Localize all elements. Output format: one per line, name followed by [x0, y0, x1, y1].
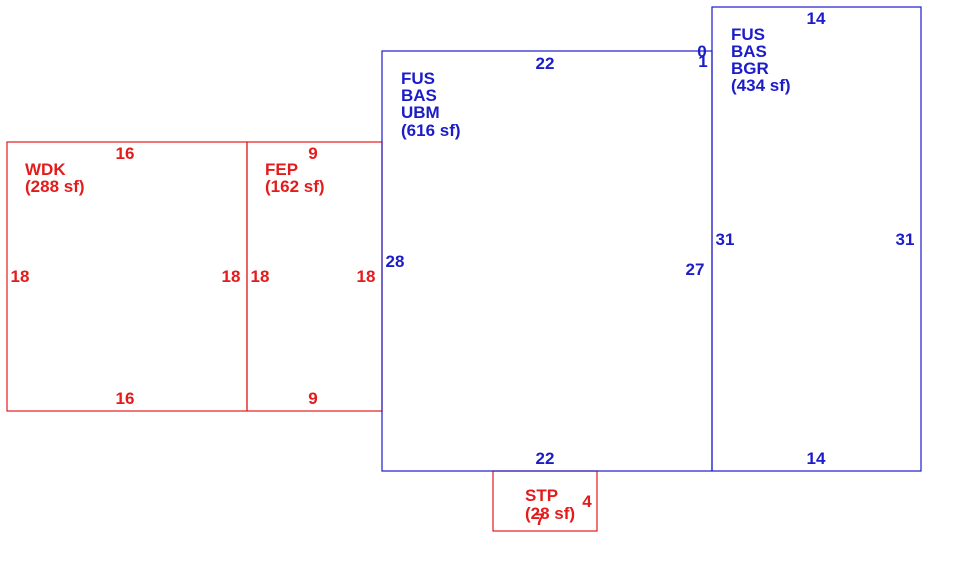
bgr-line3-label: BGR: [731, 59, 769, 78]
bgr-outline: [711, 6, 922, 472]
fep-right-dimension: 18: [357, 267, 376, 286]
fep-left-dimension: 18: [251, 267, 270, 286]
stp-code-label: STP: [525, 486, 558, 505]
ubm-left-dimension: 28: [386, 252, 405, 271]
ubm-line1-label: FUS: [401, 69, 435, 88]
bgr-left-dimension: 31: [716, 230, 735, 249]
bgr-area-label: (434 sf): [731, 76, 791, 95]
ubm-notch-dimension-b: 1: [698, 52, 707, 71]
stp-bottom-dimension: 7: [535, 510, 544, 529]
bgr-line1-label: FUS: [731, 25, 765, 44]
stp-area-label: (28 sf): [525, 504, 575, 523]
fep-top-dimension: 9: [308, 144, 317, 163]
wdk-left-dimension: 18: [11, 267, 30, 286]
bgr-right-dimension: 31: [896, 230, 915, 249]
ubm-line2-label: BAS: [401, 86, 437, 105]
fep-bottom-dimension: 9: [308, 389, 317, 408]
fep-area-label: (162 sf): [265, 177, 325, 196]
wdk-code-label: WDK: [25, 160, 66, 179]
ubm-bottom-dimension: 22: [536, 449, 555, 468]
ubm-area-label: (616 sf): [401, 121, 461, 140]
ubm-line3-label: UBM: [401, 103, 440, 122]
wdk-area-label: (288 sf): [25, 177, 85, 196]
wdk-right-dimension: 18: [222, 267, 241, 286]
fep-code-label: FEP: [265, 160, 298, 179]
stp-side-dimension: 4: [582, 492, 592, 511]
ubm-right-dimension: 27: [686, 260, 705, 279]
bgr-bottom-dimension: 14: [807, 449, 826, 468]
ubm-top-dimension: 22: [536, 54, 555, 73]
ubm-notch-dimension-a: 0: [697, 42, 706, 61]
wdk-bottom-dimension: 16: [116, 389, 135, 408]
wdk-top-dimension: 16: [116, 144, 135, 163]
bgr-top-dimension: 14: [807, 9, 826, 28]
bgr-line2-label: BAS: [731, 42, 767, 61]
